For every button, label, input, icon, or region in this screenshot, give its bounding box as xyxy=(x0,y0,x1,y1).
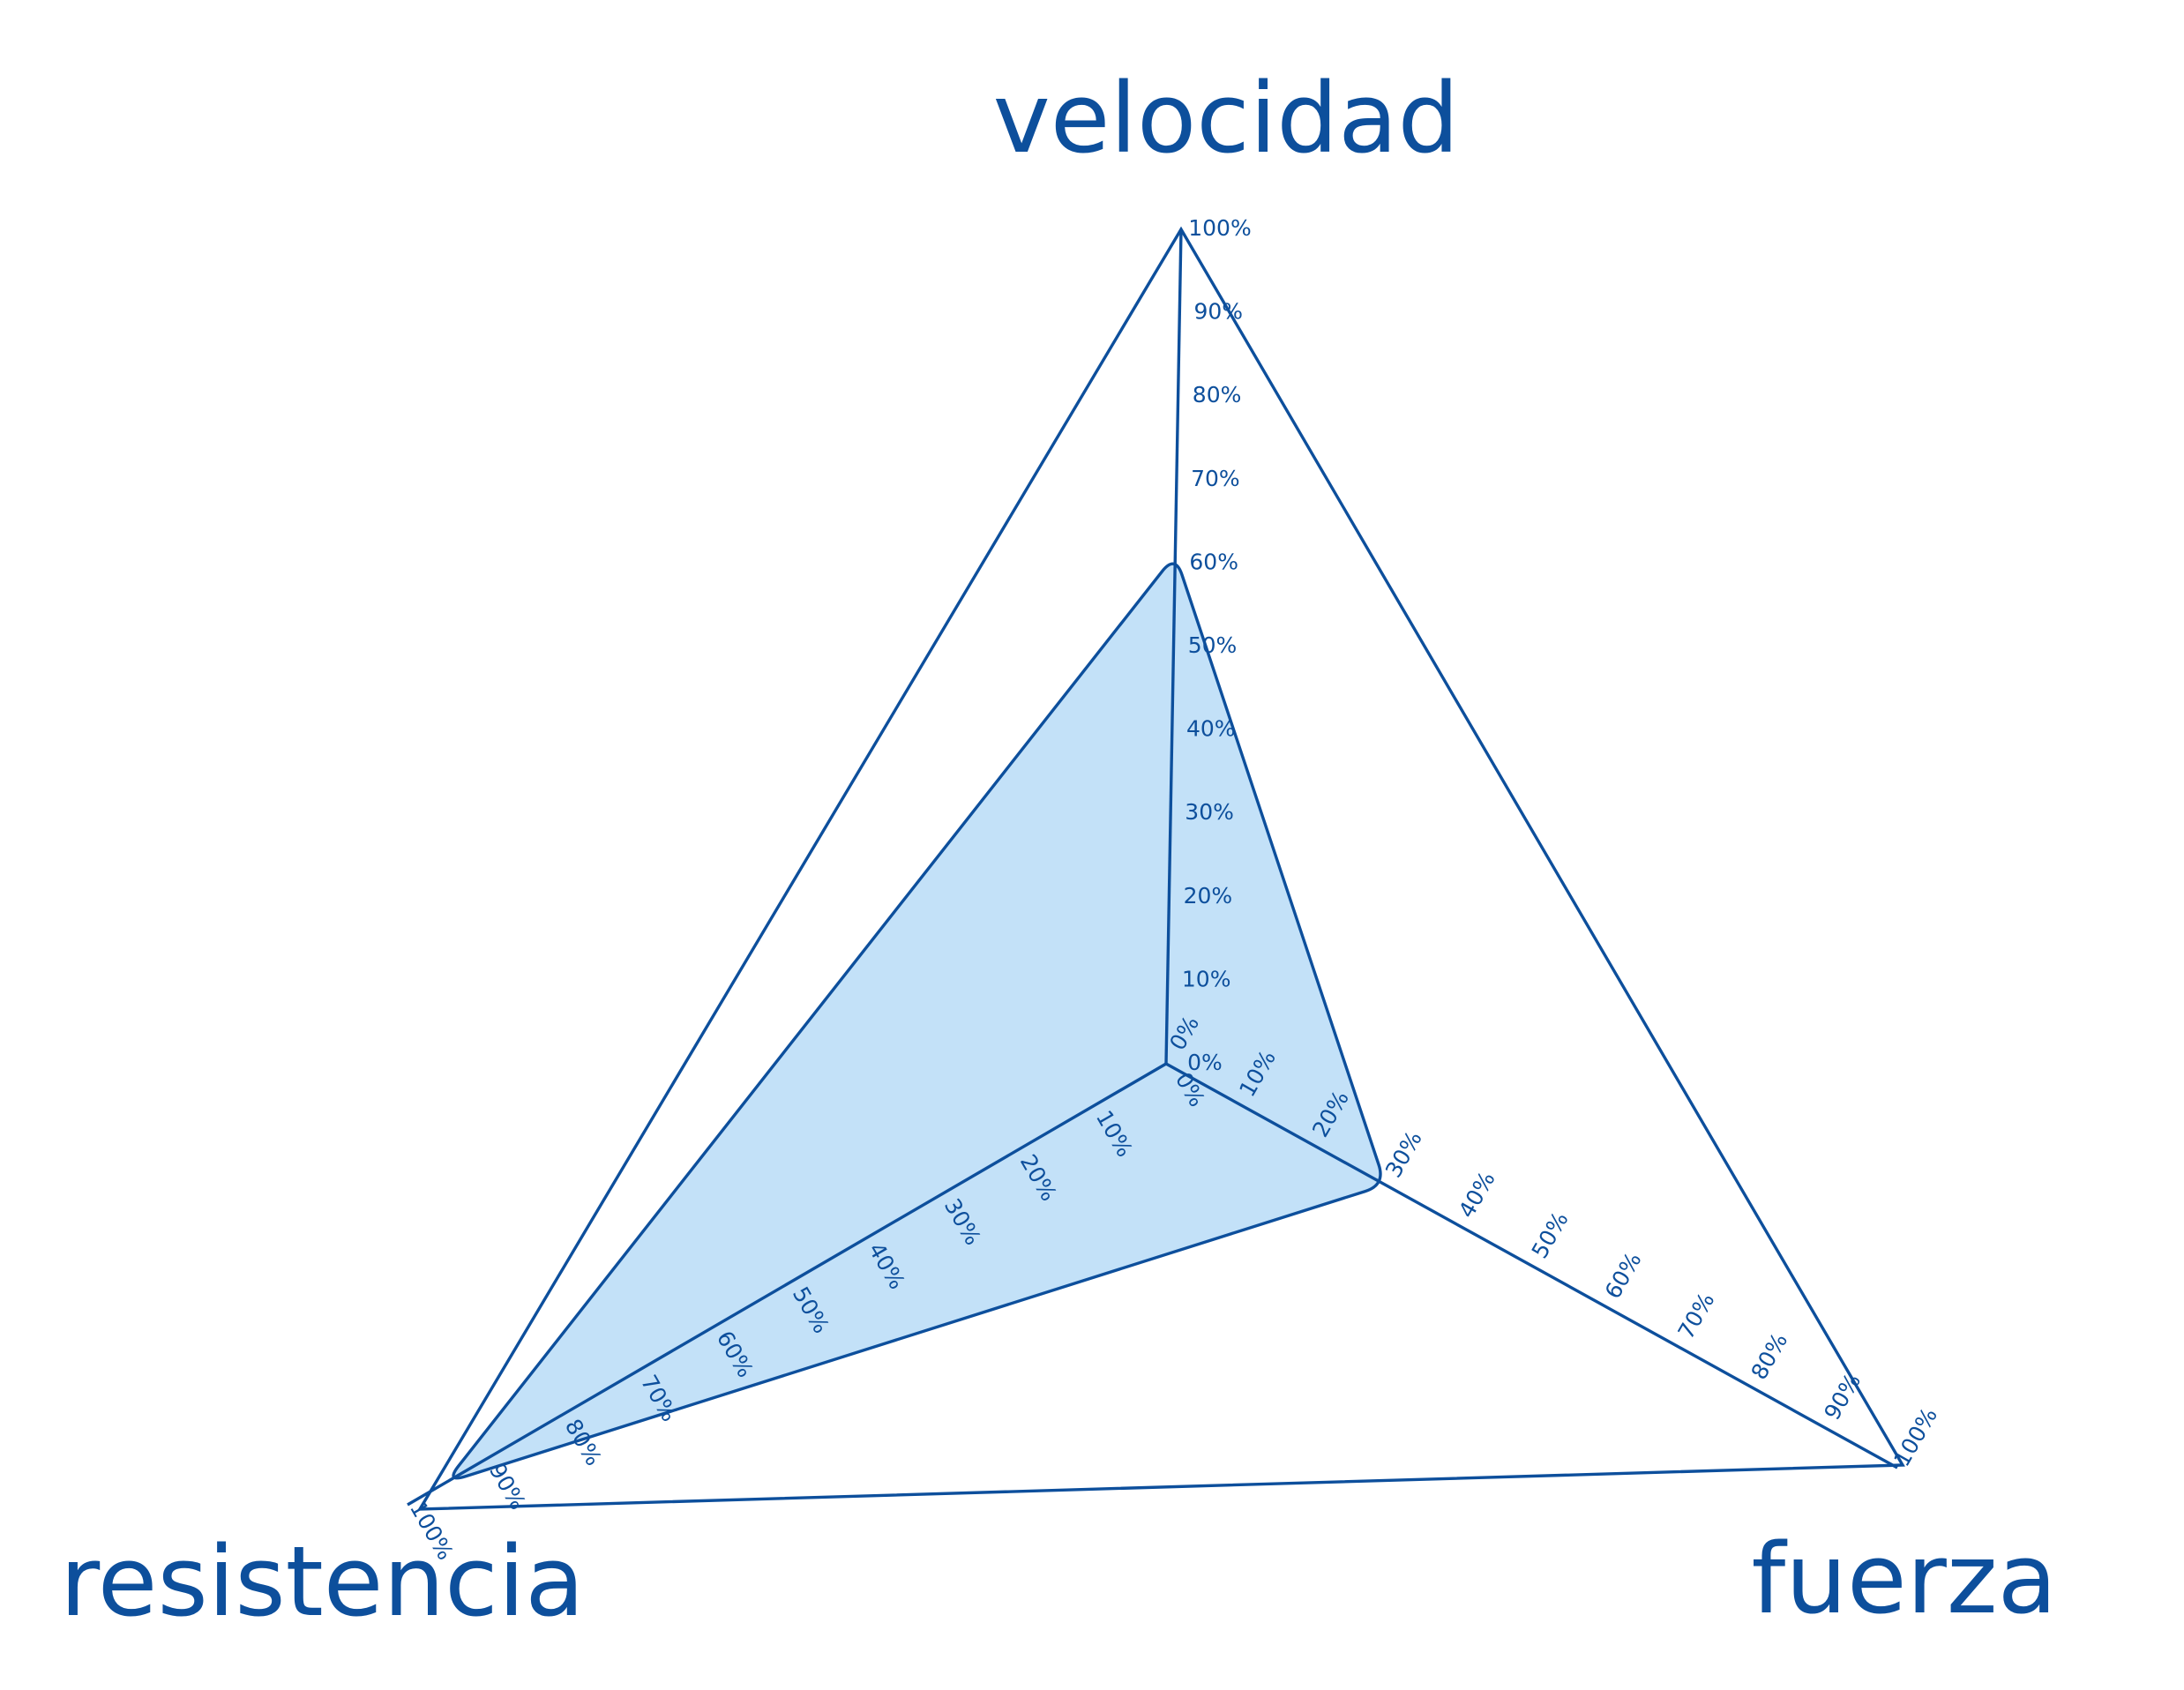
axis-title-fuerza: fuerza xyxy=(1752,1522,2058,1635)
tick-label-fuerza-10: 100% xyxy=(1889,1403,1942,1470)
tick-label-velocidad-8: 80% xyxy=(1193,382,1242,408)
axis-line-resistencia xyxy=(407,1062,1167,1507)
tick-label-velocidad-10: 100% xyxy=(1188,215,1251,241)
tick-label-velocidad-9: 90% xyxy=(1194,299,1244,325)
axis-titles: velocidad fuerza resistencia xyxy=(60,62,2057,1638)
axis-line-velocidad xyxy=(1164,228,1183,1065)
tick-label-fuerza-6: 60% xyxy=(1600,1248,1647,1304)
tick-label-velocidad-2: 20% xyxy=(1184,883,1233,909)
tick-label-fuerza-5: 50% xyxy=(1527,1208,1574,1263)
chart-axes xyxy=(407,228,1898,1507)
chart-frame xyxy=(416,226,1905,1511)
tick-label-fuerza-8: 80% xyxy=(1746,1328,1792,1384)
tick-label-velocidad-3: 30% xyxy=(1185,799,1234,825)
axis-line-fuerza xyxy=(1165,1062,1898,1469)
tick-label-fuerza-7: 70% xyxy=(1673,1289,1720,1344)
tick-label-velocidad-6: 60% xyxy=(1189,549,1238,574)
tick-label-fuerza-4: 40% xyxy=(1454,1167,1500,1223)
tick-label-velocidad-7: 70% xyxy=(1191,466,1240,491)
data-area xyxy=(452,562,1382,1480)
tick-label-fuerza-9: 90% xyxy=(1819,1369,1866,1425)
data-area-polygon xyxy=(452,562,1382,1480)
tick-label-velocidad-1: 10% xyxy=(1182,966,1231,991)
outer-frame xyxy=(416,226,1905,1511)
tick-label-velocidad-0: 0% xyxy=(1187,1050,1223,1075)
tick-label-fuerza-3: 30% xyxy=(1380,1126,1427,1182)
tick-label-velocidad-5: 50% xyxy=(1188,632,1238,658)
axis-title-resistencia: resistencia xyxy=(60,1525,585,1638)
tick-label-velocidad-4: 40% xyxy=(1186,716,1236,742)
axis-title-velocidad: velocidad xyxy=(993,62,1460,175)
